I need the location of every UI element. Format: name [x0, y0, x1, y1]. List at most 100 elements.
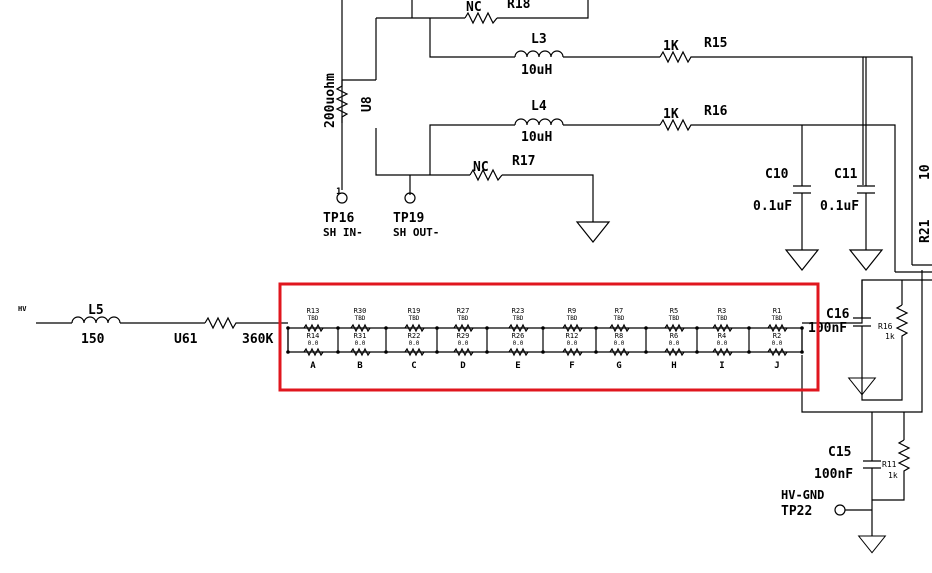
r16-label: R16 — [704, 104, 728, 119]
l5-value: 150 — [81, 332, 105, 347]
tp19-net: SH OUT- — [393, 226, 439, 239]
r18-resistor — [464, 11, 498, 25]
array-top-ref: R30 — [354, 307, 367, 315]
r16-resistor — [659, 118, 694, 132]
array-bottom-value: 0.0 — [458, 340, 469, 347]
array-top-ref: R7 — [615, 307, 623, 315]
array-bottom-value: 0.0 — [567, 340, 578, 347]
resistor-array: R13TBDR140.0AR30TBDR310.0BR19TBDR220.0CR… — [286, 307, 804, 371]
hv-net-label: HV — [18, 305, 27, 313]
array-resistor-top — [404, 323, 425, 333]
tp16-label: TP16 — [323, 211, 354, 226]
r16-value: 1K — [663, 107, 679, 122]
r16b-resistor — [895, 304, 909, 340]
c16-capacitor — [853, 317, 871, 327]
u61-value: 360K — [242, 332, 273, 347]
l3-label: L3 — [531, 32, 547, 47]
r18-label: R18 — [507, 0, 531, 12]
array-resistor-bottom — [767, 347, 788, 357]
array-resistor-bottom — [664, 347, 685, 357]
array-resistor-bottom — [453, 347, 474, 357]
array-top-ref: R23 — [512, 307, 525, 315]
array-resistor-top — [562, 323, 583, 333]
array-resistor-top — [664, 323, 685, 333]
array-top-ref: R5 — [670, 307, 678, 315]
array-bottom-value: 0.0 — [409, 340, 420, 347]
r17-label: R17 — [512, 154, 535, 169]
array-bottom-ref: R8 — [615, 332, 623, 340]
array-column-letter: J — [774, 361, 779, 371]
array-resistor-top — [712, 323, 733, 333]
junction-dot — [541, 350, 545, 354]
l3-value: 10uH — [521, 63, 552, 78]
array-top-value: TBD — [772, 315, 783, 322]
u8-value: 200uohm — [323, 73, 338, 128]
l4-label: L4 — [531, 99, 547, 114]
junction-dot — [644, 326, 648, 330]
array-top-value: TBD — [458, 315, 469, 322]
c11-ground-symbol — [849, 249, 883, 271]
array-resistor-bottom — [508, 347, 529, 357]
tp19-label: TP19 — [393, 211, 424, 226]
c16-value: 100nF — [808, 321, 847, 336]
u8-shunt-resistor — [335, 80, 349, 123]
array-column-letter: F — [569, 361, 574, 371]
junction-dot — [384, 326, 388, 330]
r15-value: 1K — [663, 39, 679, 54]
r17-resistor — [469, 168, 503, 182]
array-resistor-top — [767, 323, 788, 333]
array-bottom-ref: R26 — [512, 332, 525, 340]
array-bottom-ref: R29 — [457, 332, 470, 340]
junction-dot — [541, 326, 545, 330]
r11-resistor — [897, 439, 911, 475]
array-column-letter: H — [671, 361, 676, 371]
l5-label: L5 — [88, 303, 104, 318]
junction-dot — [644, 350, 648, 354]
junction-dot — [747, 350, 751, 354]
r17-ground-symbol — [576, 221, 610, 243]
tp16-pin: 1 — [336, 187, 341, 197]
array-resistor-top — [508, 323, 529, 333]
array-bottom-ref: R4 — [718, 332, 726, 340]
tp22-label: TP22 — [781, 504, 812, 519]
r11-label: R11 — [882, 460, 897, 469]
nc-r17-label: NC — [473, 160, 489, 175]
array-bottom-ref: R22 — [408, 332, 421, 340]
c11-capacitor — [857, 185, 875, 194]
r15-resistor — [659, 50, 694, 64]
array-resistor-top — [609, 323, 630, 333]
highlight-box — [278, 282, 820, 392]
r21-top: 10 — [918, 164, 932, 180]
array-bottom-ref: R31 — [354, 332, 367, 340]
array-bottom-ref: R6 — [670, 332, 678, 340]
l3-inductor — [514, 50, 564, 58]
c15-label: C15 — [828, 445, 851, 460]
array-column-letter: G — [616, 361, 621, 371]
junction-dot — [747, 326, 751, 330]
r16b-label: R16 — [878, 322, 893, 331]
array-bottom-ref: R2 — [773, 332, 781, 340]
junction-dot — [485, 326, 489, 330]
array-top-value: TBD — [513, 315, 524, 322]
junction-dot — [800, 350, 804, 354]
l4-inductor — [514, 118, 564, 126]
c10-label: C10 — [765, 167, 789, 182]
c15-ground-symbol — [858, 535, 886, 554]
tp16-test-point — [336, 192, 348, 204]
c16-label: C16 — [826, 307, 850, 322]
junction-dot — [286, 326, 290, 330]
array-top-value: TBD — [355, 315, 366, 322]
junction-dot — [336, 350, 340, 354]
array-resistor-bottom — [350, 347, 371, 357]
nc-top-label: NC — [466, 0, 482, 15]
array-resistor-bottom — [562, 347, 583, 357]
junction-dot — [800, 326, 804, 330]
u8-label: U8 — [360, 96, 375, 112]
array-resistor-bottom — [712, 347, 733, 357]
array-resistor-top — [453, 323, 474, 333]
junction-dot — [594, 326, 598, 330]
array-bottom-ref: R14 — [307, 332, 320, 340]
junction-dot — [594, 350, 598, 354]
array-resistor-bottom — [609, 347, 630, 357]
